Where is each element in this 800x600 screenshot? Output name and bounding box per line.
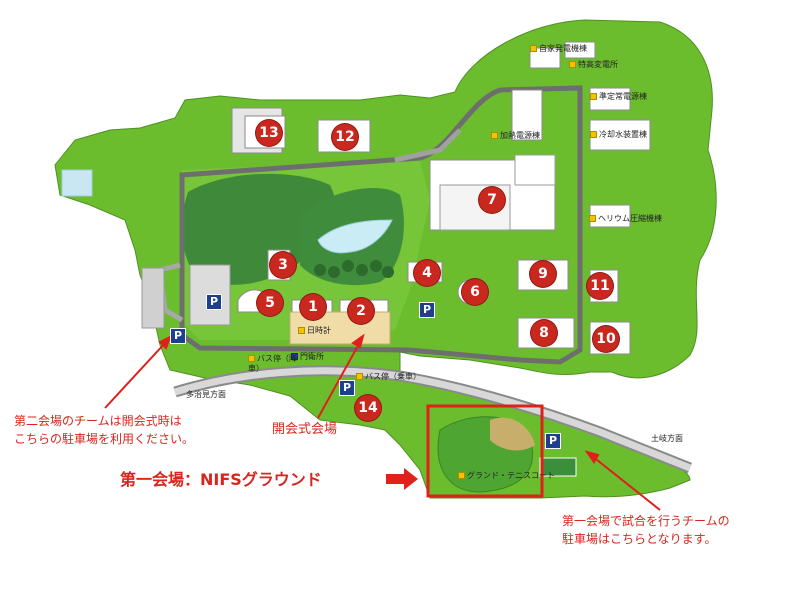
second-venue-parking-note: 第二会場のチームは開会式時は こちらの駐車場を利用ください。 xyxy=(14,414,195,446)
building-marker-5[interactable]: 5 xyxy=(257,290,283,316)
building-marker-6[interactable]: 6 xyxy=(462,279,488,305)
parking-sign-southwest[interactable]: P xyxy=(170,328,186,344)
pond xyxy=(317,219,393,254)
facility-square-icon xyxy=(569,61,576,68)
facility-square-icon xyxy=(458,472,465,479)
facility-square-icon xyxy=(248,355,255,362)
label-heating-power: 加熱電源棟 xyxy=(491,131,540,141)
trees xyxy=(314,260,394,278)
facility-square-icon xyxy=(530,45,537,52)
label-guard-post: 門衛所 xyxy=(291,352,324,362)
facility-square-icon xyxy=(590,93,597,100)
facility-square-icon xyxy=(356,373,363,380)
opening-ceremony-label: 開会式会場 xyxy=(272,422,338,437)
first-venue-arrow xyxy=(386,468,418,490)
first-venue-highlight xyxy=(426,404,544,498)
label-sundial: 日時計 xyxy=(298,326,331,336)
west-pool xyxy=(61,169,93,197)
building-marker-12[interactable]: 12 xyxy=(332,124,358,150)
parking-sign-center[interactable]: P xyxy=(419,302,435,318)
label-cooling-water: 冷却水装置棟 xyxy=(590,130,647,140)
label-bus-stop-board: バス停（乗車） xyxy=(356,372,421,382)
facility-square-icon xyxy=(291,353,298,360)
building-marker-14[interactable]: 14 xyxy=(355,395,381,421)
building-marker-11[interactable]: 11 xyxy=(587,273,613,299)
parking-sign-west[interactable]: P xyxy=(206,294,222,310)
forest-west xyxy=(182,173,336,285)
building-marker-7[interactable]: 7 xyxy=(479,187,505,213)
building-marker-9[interactable]: 9 xyxy=(530,261,556,287)
building-marker-3[interactable]: 3 xyxy=(270,252,296,278)
parking-sign-bus[interactable]: P xyxy=(339,380,355,396)
facility-square-icon xyxy=(589,215,596,222)
building-marker-13[interactable]: 13 xyxy=(256,120,282,146)
label-standby-power: 準定常電源棟 xyxy=(590,92,647,102)
building-marker-10[interactable]: 10 xyxy=(593,326,619,352)
direction-tajimi: 多治見方面 xyxy=(186,390,226,399)
first-venue-title: 第一会場：NIFSグラウンド xyxy=(120,470,322,489)
building-marker-8[interactable]: 8 xyxy=(531,320,557,346)
label-bus-stop-drop: バス停（降車） xyxy=(248,354,297,373)
label-substation: 特高変電所 xyxy=(569,60,618,70)
label-power-plant: 自家発電機棟 xyxy=(530,44,587,54)
building-marker-1[interactable]: 1 xyxy=(300,294,326,320)
facility-square-icon xyxy=(491,132,498,139)
label-ground-tennis: グランド・テニスコート xyxy=(458,471,555,481)
building-marker-2[interactable]: 2 xyxy=(348,298,374,324)
direction-toki: 土岐方面 xyxy=(651,434,683,443)
first-venue-parking-note: 第一会場で試合を行うチームの 駐車場はこちらとなります。 xyxy=(562,514,730,546)
building-marker-4[interactable]: 4 xyxy=(414,260,440,286)
parking-sign-ground[interactable]: P xyxy=(545,433,561,449)
tennis-court xyxy=(539,457,577,477)
facility-square-icon xyxy=(298,327,305,334)
facility-square-icon xyxy=(590,131,597,138)
label-helium: ヘリウム圧縮機棟 xyxy=(589,214,662,224)
